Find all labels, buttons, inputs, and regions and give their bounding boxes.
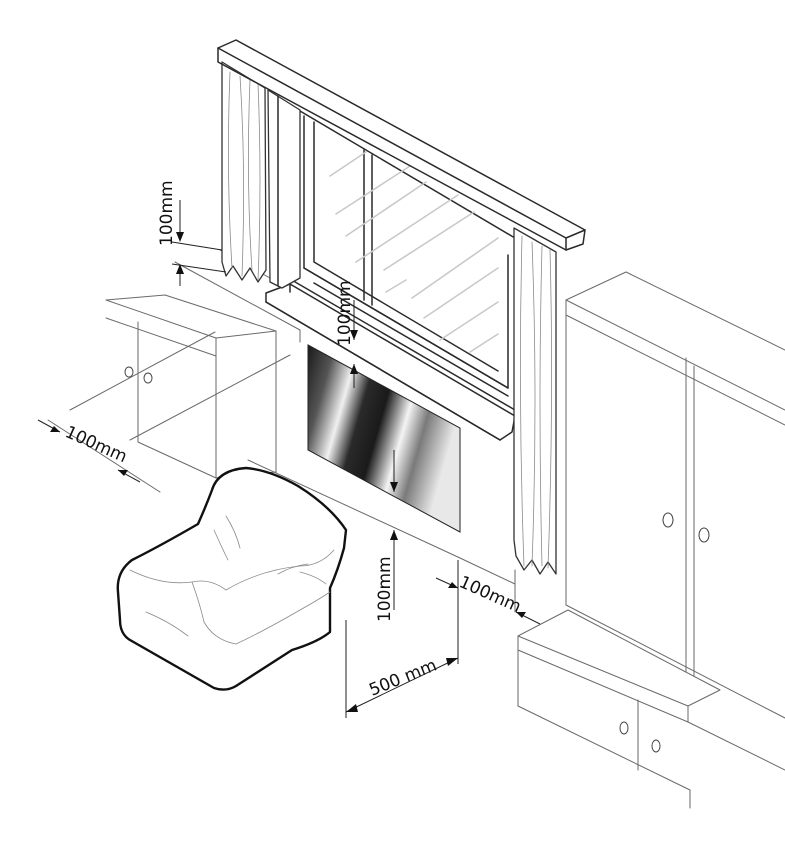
cabinet-knob-icon [124, 366, 134, 378]
curtain-left [221, 61, 301, 289]
wardrobe-handle-icon [698, 527, 710, 543]
low-cabinet [517, 609, 785, 809]
wardrobe-handle-icon [662, 512, 674, 528]
label-right-100mm: 100mm [456, 572, 524, 617]
cabinet-knob-icon [619, 721, 629, 735]
window [265, 97, 516, 441]
armchair [116, 466, 348, 691]
label-shelf-heater-100mm: 100mm [335, 280, 355, 346]
glass-reflection [329, 151, 499, 353]
cabinet-knob-icon [143, 372, 153, 384]
label-seat-100mm: 100mm [375, 556, 395, 622]
label-500mm: 500 mm [366, 656, 439, 701]
heater-panel [307, 344, 461, 533]
label-top-100mm: 100mm [157, 180, 177, 246]
pelmet-board [217, 39, 586, 251]
label-left-100mm: 100mm [62, 422, 130, 467]
curtain-right [513, 227, 557, 575]
dimension-lines [37, 200, 541, 718]
cabinet-knob-icon [651, 739, 661, 753]
wardrobe [565, 271, 785, 719]
